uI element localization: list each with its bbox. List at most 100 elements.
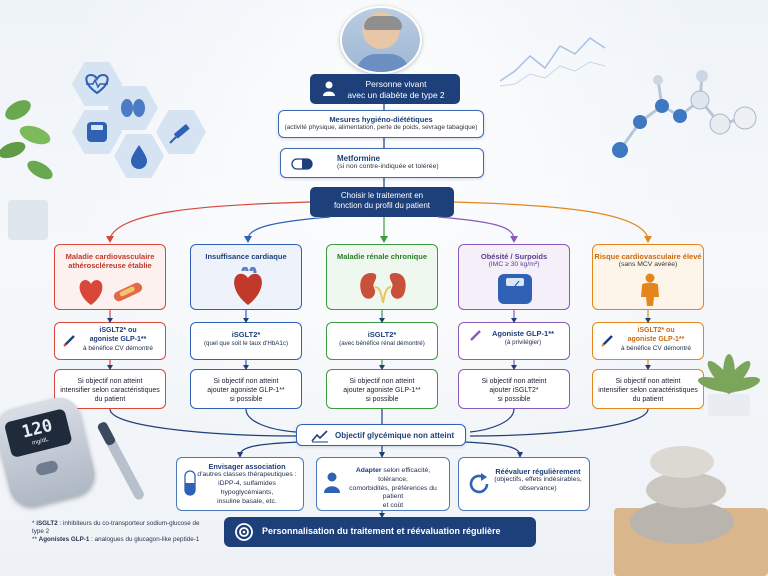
risk-med2: agoniste GLP-1**	[627, 335, 685, 343]
risk-obj1: Si objectif non atteint	[615, 378, 681, 385]
connectors-top	[106, 104, 652, 243]
obesity-obj1: Si objectif non atteint	[481, 378, 547, 385]
heart-icon	[234, 267, 262, 305]
lifestyle-detail: (activité physique, alimentation, perte …	[284, 124, 478, 131]
goal-not-reached: Objectif glycémique non atteint	[296, 424, 466, 446]
patient-line1: Personne vivant	[365, 79, 427, 89]
pen-icon	[470, 330, 481, 341]
final-label: Personnalisation du traitement et rééval…	[262, 526, 501, 536]
heart-artery-icon	[79, 280, 143, 305]
obesity-obj2: ajouter iSGLT2*	[489, 387, 539, 395]
obesity-title2: (IMC ≥ 30 kg/m²)	[488, 261, 540, 269]
adapt-treatment: Adapter selon efficacité, tolérance, com…	[316, 457, 450, 511]
obesity-med2: (à privilégier)	[504, 338, 542, 346]
reassess-title: Réévaluer régulièrement	[495, 467, 581, 476]
person-silhouette-icon	[641, 273, 659, 306]
treatment-obesity: Agoniste GLP-1** (à privilégier)	[458, 322, 570, 360]
treatment-heart-failure: iSGLT2* (quel que soit le taux d'HbA1c)	[190, 322, 302, 360]
profile-cv-title1: Maladie cardiovasculaire	[65, 252, 155, 261]
profile-cv-title2: athéroscléreuse établie	[68, 261, 152, 271]
objective-kidney-disease: Si objectif non atteint ajouter agoniste…	[326, 369, 438, 409]
risk-med3: à bénéfice CV démontré	[620, 344, 692, 352]
objective-heart-failure: Si objectif non atteint ajouter agoniste…	[190, 369, 302, 409]
footnote-isglt2: * iSGLT2 : inhibiteurs du co-transporteu…	[32, 520, 200, 536]
patient-box: Personne vivant avec un diabète de type …	[310, 74, 460, 104]
chart-decoration-icon	[500, 37, 606, 87]
adapt-l2: et coût	[382, 502, 404, 510]
cv-med1: iSGLT2* ou	[99, 327, 137, 334]
objective-high-cv-risk: Si objectif non atteint intensifier selo…	[592, 369, 704, 409]
succulent-icon	[698, 354, 760, 416]
metformin-detail: (si non contre-indiquée et tolérée)	[337, 163, 439, 170]
treatment-cv-disease: iSGLT2* ou agoniste GLP-1** à bénéfice C…	[54, 322, 166, 360]
step-choose-treatment: Choisir le traitement en fonction du pro…	[310, 187, 454, 217]
final-banner: Personnalisation du traitement et rééval…	[224, 517, 536, 547]
adapt-title-rest: selon efficacité, tolérance,	[378, 467, 431, 483]
patient-line2: avec un diabète de type 2	[347, 90, 445, 101]
choose-line1: Choisir le traitement en	[340, 191, 424, 200]
pen-icon	[601, 335, 613, 347]
glucometer-screen: 120 mg/dL	[3, 408, 73, 459]
cv-obj3: du patient	[94, 396, 126, 404]
ckd-med1: iSGLT2*	[367, 330, 397, 339]
combo-l1: d'autres classes thérapeutiques :	[197, 471, 297, 479]
risk-obj2: intensifier selon caractéristiques	[598, 387, 698, 395]
cv-med2: agoniste GLP-1**	[89, 335, 147, 343]
goal-label: Objectif glycémique non atteint	[335, 431, 455, 440]
hf-obj2: ajouter agoniste GLP-1**	[207, 387, 285, 395]
adapt-title: Adapter	[355, 467, 382, 474]
kidneys-icon	[360, 273, 406, 304]
chart-icon	[311, 430, 328, 443]
obesity-med1: Agoniste GLP-1**	[491, 329, 555, 338]
profile-kidney-disease: Maladie rénale chronique	[326, 244, 438, 310]
patient-avatar	[340, 6, 422, 74]
reassess-l1: (objectifs, effets indésirables,	[494, 476, 582, 484]
treatment-high-cv-risk: iSGLT2* ou agoniste GLP-1** à bénéfice C…	[592, 322, 704, 360]
person-icon	[324, 472, 340, 493]
cv-med3: à bénéfice CV démontré	[82, 344, 154, 352]
ckd-obj3: si possible	[365, 396, 399, 404]
choose-line2: fonction du profil du patient	[333, 201, 431, 211]
risk-title2: (sans MCV avérée)	[618, 261, 678, 269]
hf-obj3: si possible	[229, 396, 263, 404]
obesity-obj3: si possible	[497, 396, 531, 404]
footnote-glp1: ** Agonistes GLP-1 : analogues du glucag…	[32, 536, 200, 544]
risk-med1: iSGLT2* ou	[637, 327, 675, 334]
cv-obj2: intensifier selon caractéristiques	[60, 387, 160, 395]
profile-cv-disease: Maladie cardiovasculaire athéroscléreuse…	[54, 244, 166, 310]
hf-med1: iSGLT2*	[231, 330, 261, 339]
footnotes: * iSGLT2 : inhibiteurs du co-transporteu…	[32, 520, 202, 545]
pill-icon	[291, 158, 313, 170]
consider-combination: Envisager association d'autres classes t…	[176, 457, 304, 511]
cv-obj1: Si objectif non atteint	[77, 378, 143, 385]
objective-obesity: Si objectif non atteint ajouter iSGLT2* …	[458, 369, 570, 409]
hf-title1: Insuffisance cardiaque	[205, 252, 287, 261]
ckd-obj2: ajouter agoniste GLP-1**	[343, 387, 421, 395]
refresh-icon	[469, 473, 489, 494]
ckd-obj1: Si objectif non atteint	[349, 378, 415, 385]
lifestyle-title: Mesures hygiéno-diététiques	[329, 115, 433, 124]
combo-title: Envisager association	[208, 462, 286, 471]
metformin-title: Metformine	[337, 154, 381, 163]
profile-heart-failure: Insuffisance cardiaque	[190, 244, 302, 310]
person-icon	[323, 81, 335, 96]
obesity-title1: Obésité / Surpoids	[480, 252, 548, 261]
profile-high-cv-risk: Risque cardiovasculaire élevé (sans MCV …	[592, 244, 704, 310]
combo-l3: insuline basale, etc.	[217, 497, 277, 505]
target-icon	[235, 523, 253, 541]
insulin-pen-icon	[97, 422, 144, 500]
pill-icon	[184, 470, 196, 496]
molecule-icon	[612, 70, 757, 158]
bathroom-scale-icon	[498, 274, 532, 304]
combo-l2: iDPP-4, sulfamides hypoglycémiants,	[218, 480, 276, 497]
plant-left-icon	[0, 100, 53, 240]
hf-obj1: Si objectif non atteint	[213, 378, 279, 385]
risk-title1: Risque cardiovasculaire élevé	[594, 252, 702, 261]
ckd-title1: Maladie rénale chronique	[336, 252, 428, 261]
hf-med2: (quel que soit le taux d'HbA1c)	[203, 339, 289, 347]
ckd-med2: (avec bénéfice rénal démontré)	[339, 339, 425, 347]
profile-obesity: Obésité / Surpoids (IMC ≥ 30 kg/m²)	[458, 244, 570, 310]
risk-obj3: du patient	[632, 396, 664, 404]
reassess-l2: observance)	[519, 485, 557, 493]
